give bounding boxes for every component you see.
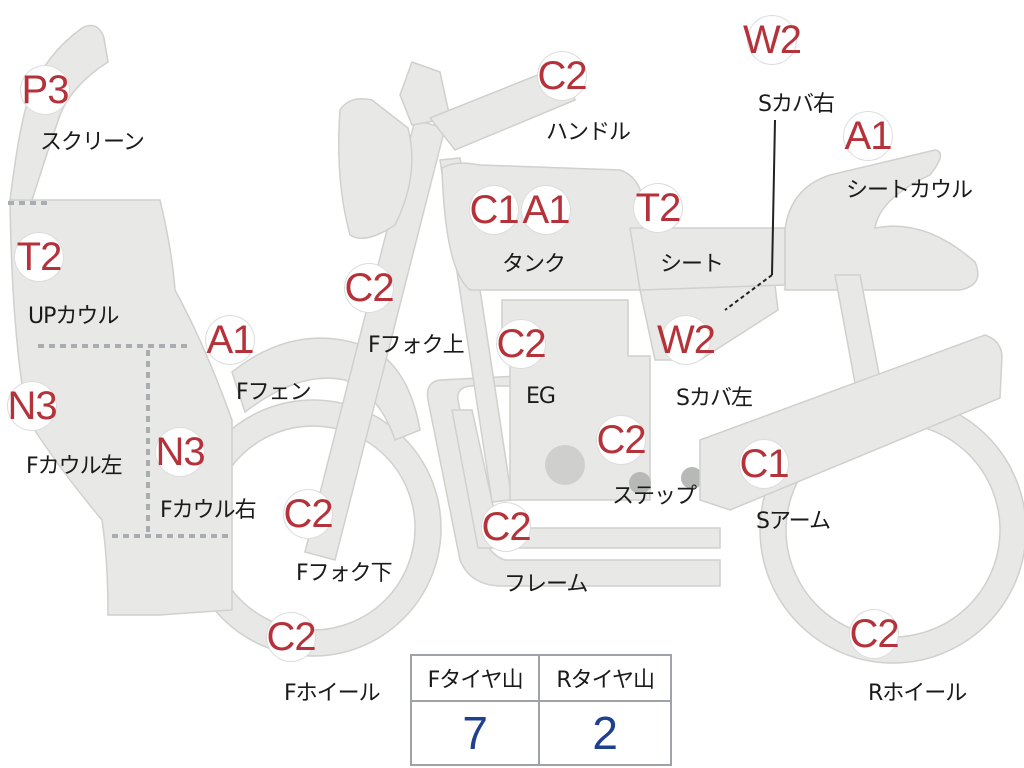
- s-cover-right-leader-solid: [771, 119, 776, 276]
- screen-grade-badge: P3: [21, 66, 69, 114]
- front-tire-tread-header: Fタイヤ山: [409, 654, 541, 702]
- tire-tread-value-row: 7 2: [409, 700, 672, 766]
- engine-label: EG: [526, 384, 556, 409]
- frame-grade-badge: C2: [481, 503, 532, 551]
- engine-cover-shape: [545, 445, 585, 485]
- up-cowl-label: UPカウル: [28, 304, 119, 329]
- swing-arm-label: Sアーム: [756, 509, 831, 534]
- f-wheel-grade-badge: C2: [266, 613, 317, 661]
- f-wheel-label: Fホイール: [284, 681, 381, 706]
- step-grade-badge: C2: [596, 416, 647, 464]
- f-fork-lower-label: Fフォク下: [296, 561, 393, 586]
- rear-tire-tread-header: Rタイヤ山: [538, 654, 672, 702]
- seat-cowl-shape: [784, 149, 979, 291]
- f-cowl-left-grade-badge: N3: [7, 382, 58, 430]
- f-fork-upper-label: Fフォク上: [368, 333, 465, 358]
- s-cover-right-grade-badge: W2: [743, 16, 802, 64]
- r-wheel-label: Rホイール: [868, 681, 967, 706]
- engine-grade-badge: C2: [496, 320, 547, 368]
- frame-label: フレーム: [504, 572, 588, 597]
- f-cowl-left-label: Fカウル左: [26, 454, 123, 479]
- headlight-shape: [338, 98, 413, 240]
- f-fender-label: Fフェン: [236, 380, 312, 405]
- tire-tread-header-row: Fタイヤ山 Rタイヤ山: [409, 654, 672, 702]
- f-fork-lower-grade-badge: C2: [283, 490, 334, 538]
- r-wheel-grade-badge: C2: [849, 610, 900, 658]
- front-tire-tread-value: 7: [409, 700, 541, 766]
- s-cover-left-label: Sカバ左: [676, 386, 753, 411]
- step-label: ステップ: [612, 484, 697, 509]
- seat-grade-badge: T2: [634, 184, 682, 232]
- seat-cowl-label: シートカウル: [846, 178, 973, 203]
- seat-label: シート: [660, 252, 724, 277]
- up-cowl-grade-badge: T2: [15, 233, 63, 281]
- tank-grade-badge-2: A1: [522, 186, 570, 234]
- screen-label: スクリーン: [40, 130, 145, 155]
- f-cowl-right-label: Fカウル右: [160, 498, 257, 523]
- frame-inner-shape: [451, 409, 721, 549]
- handle-grade-badge: C2: [537, 52, 588, 100]
- swing-arm-grade-badge: C1: [739, 440, 790, 488]
- tire-tread-table: Fタイヤ山 Rタイヤ山 7 2: [409, 654, 672, 766]
- tank-grade-badge-1: C1: [469, 186, 520, 234]
- mirror-shape: [399, 61, 451, 126]
- step-peg-rear-shape: [681, 467, 703, 489]
- screen-shape: [9, 24, 109, 201]
- step-peg-shape: [629, 472, 651, 494]
- tank-label: タンク: [502, 252, 566, 277]
- f-cowl-right-grade-badge: N3: [155, 428, 206, 476]
- s-cover-right-label: Sカバ右: [758, 92, 835, 117]
- rear-tire-tread-value: 2: [538, 700, 672, 766]
- s-cover-left-grade-badge: W2: [657, 316, 716, 364]
- f-fender-grade-badge: A1: [206, 316, 254, 364]
- f-fork-upper-grade-badge: C2: [344, 264, 395, 312]
- handle-label: ハンドル: [546, 120, 631, 145]
- frame-shape: [426, 375, 721, 587]
- seat-cowl-grade-badge: A1: [844, 112, 892, 160]
- s-cover-right-leader-dashed: [724, 274, 773, 311]
